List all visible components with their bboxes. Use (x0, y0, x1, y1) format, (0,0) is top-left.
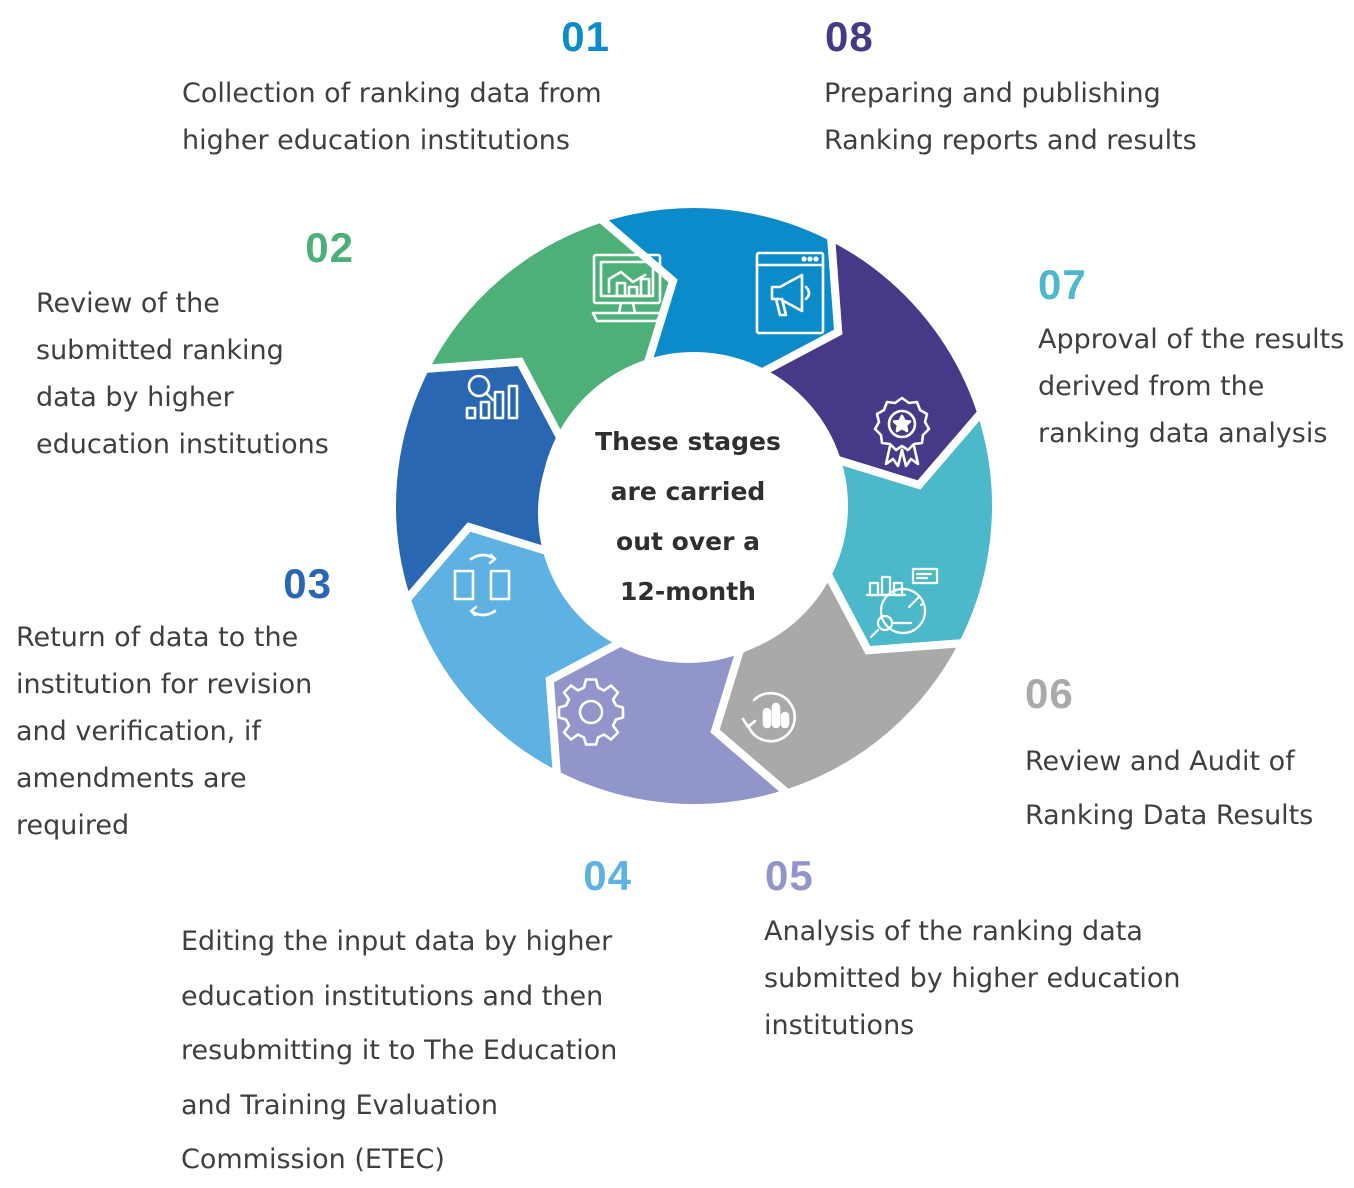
stage-04-number: 04 (583, 852, 632, 899)
description-line: derived from the (1038, 371, 1265, 402)
description-line: Approval of the results (1038, 324, 1345, 355)
gear-icon (557, 678, 625, 746)
description-line: education institutions (36, 429, 329, 460)
document-sync-icon (453, 553, 511, 617)
description-line: ranking data analysis (1038, 418, 1328, 449)
description-line: Ranking Data Results (1025, 800, 1314, 831)
description-line: Review and Audit of (1025, 746, 1295, 777)
description-line: Commission (ETEC) (181, 1144, 445, 1175)
description-line: submitted by higher education (764, 963, 1181, 994)
stage-02-description: Review of the submitted ranking data by … (36, 280, 329, 468)
description-line: resubmitting it to The Education (181, 1035, 618, 1066)
data-audit-icon (865, 567, 939, 639)
search-chart-icon (465, 374, 519, 420)
description-line: Review of the (36, 288, 220, 319)
description-line: required (16, 810, 130, 841)
center-line: out over a (616, 527, 760, 556)
stage-04-description: Editing the input data by higher educati… (181, 915, 617, 1188)
description-line: amendments are (16, 763, 247, 794)
description-line: higher education institutions (182, 125, 570, 156)
stage-08-number: 08 (825, 13, 874, 60)
description-line: and Training Evaluation (181, 1089, 498, 1121)
description-line: and verification, if (16, 716, 261, 747)
center-line: These stages (595, 427, 781, 456)
stage-01-number: 01 (561, 13, 610, 60)
center-line: are carried (610, 477, 766, 506)
description-line: Collection of ranking data from (182, 78, 602, 109)
description-line: submitted ranking (36, 335, 284, 366)
description-line: Preparing and publishing (824, 78, 1161, 109)
stage-02-number: 02 (305, 224, 354, 271)
description-line: education institutions and then (181, 980, 604, 1012)
stage-01-description: Collection of ranking data from higher e… (182, 70, 602, 164)
stage-05-number: 05 (765, 852, 814, 899)
analytics-monitor-icon (591, 253, 663, 323)
stage-03-description: Return of data to the institution for re… (16, 614, 312, 849)
description-line: Analysis of the ranking data (764, 916, 1143, 947)
megaphone-screen-icon (755, 251, 825, 335)
stage-07-description: Approval of the results derived from the… (1038, 316, 1344, 457)
center-line: 12-month (620, 577, 756, 606)
stage-07-number: 07 (1038, 261, 1087, 308)
description-line: Editing the input data by higher (181, 926, 613, 957)
cycle-center-caption: These stages are carried out over a 12-m… (561, 417, 815, 617)
description-line: data by higher (36, 382, 234, 413)
description-line: Return of data to the (16, 622, 299, 653)
stage-05-description: Analysis of the ranking data submitted b… (764, 908, 1180, 1049)
stage-06-number: 06 (1025, 670, 1074, 717)
description-line: institutions (764, 1010, 915, 1041)
stage-08-description: Preparing and publishing Ranking reports… (824, 70, 1197, 164)
description-line: institution for revision (16, 669, 313, 700)
center-disc (538, 363, 838, 663)
refresh-chart-icon (741, 691, 797, 743)
description-line: Ranking reports and results (824, 125, 1197, 156)
award-badge-icon (873, 396, 931, 468)
stage-03-number: 03 (283, 560, 332, 607)
stage-06-description: Review and Audit of Ranking Data Results (1025, 735, 1313, 843)
